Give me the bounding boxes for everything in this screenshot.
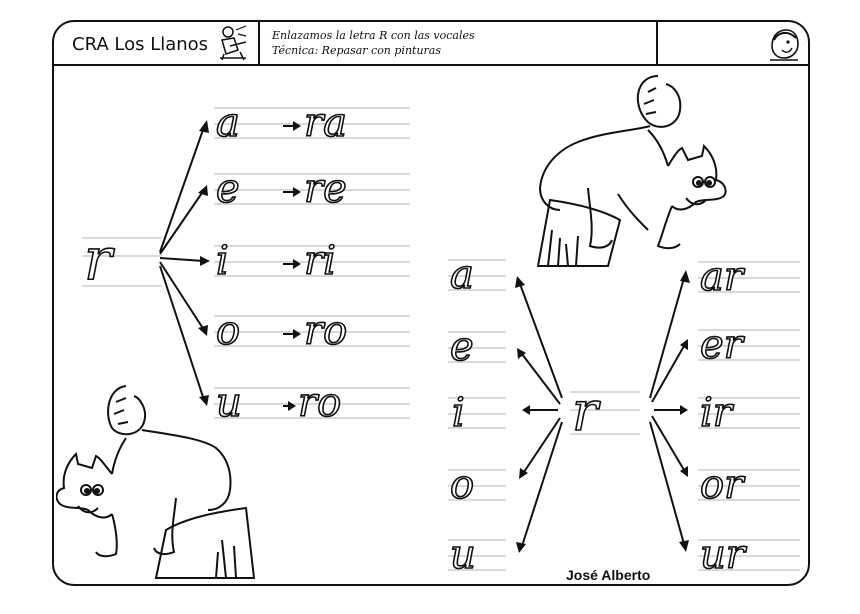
left-consonant: r: [84, 225, 115, 293]
school-name: CRA Los Llanos: [72, 34, 209, 55]
left-syllable: ro: [298, 380, 341, 426]
author-credit: José Alberto: [566, 567, 651, 583]
header-bar: [52, 20, 810, 66]
fox-illustration: [56, 385, 256, 579]
header-divider: [258, 20, 260, 66]
guide-lines: [82, 237, 162, 287]
right-vowel: a: [450, 252, 474, 298]
left-branch-arrows: [159, 120, 210, 406]
page-frame: [52, 20, 810, 586]
right-vowel-rows: a e i o u: [448, 251, 506, 579]
right-syllable: ir: [700, 390, 735, 436]
right-syllable: er: [700, 322, 746, 368]
right-right-arrows: [649, 270, 690, 552]
header-divider: [656, 20, 658, 66]
right-syllable: ar: [700, 254, 746, 300]
writing-child-icon: [220, 25, 247, 61]
child-face-icon: [770, 29, 799, 61]
left-vowel: e: [216, 166, 240, 212]
right-consonant-group: r: [570, 379, 640, 444]
right-syllable: or: [700, 462, 746, 508]
left-row-a: a ra: [214, 99, 410, 147]
right-left-arrows: [515, 276, 563, 553]
left-row-e: e re: [214, 165, 410, 213]
right-vowel: i: [452, 390, 465, 436]
left-row-u: u ro: [214, 379, 410, 427]
left-rows: a ra e re i ri o ro: [214, 99, 410, 427]
fox-illustration: [536, 75, 727, 267]
left-vowel: u: [216, 380, 242, 426]
instruction-line-2: Técnica: Repasar con pinturas: [272, 44, 442, 57]
left-vowel: o: [216, 308, 240, 354]
right-vowel: o: [450, 462, 474, 508]
left-vowel: i: [216, 238, 229, 284]
right-vowel: e: [450, 324, 474, 370]
left-row-i: i ri: [214, 237, 410, 285]
right-vowel: u: [450, 532, 476, 578]
left-syllable: re: [304, 166, 347, 212]
left-syllable: ra: [304, 100, 347, 146]
left-syllable: ri: [304, 238, 336, 284]
left-row-o: o ro: [214, 307, 410, 355]
left-vowel: a: [216, 100, 240, 146]
right-syllable: ur: [700, 532, 748, 578]
right-syllable-rows: ar er ir or ur: [698, 253, 800, 579]
left-small-arrows: [283, 121, 301, 411]
right-consonant: r: [572, 380, 601, 443]
instruction-line-1: Enlazamos la letra R con las vocales: [272, 29, 475, 42]
left-syllable: ro: [304, 308, 347, 354]
